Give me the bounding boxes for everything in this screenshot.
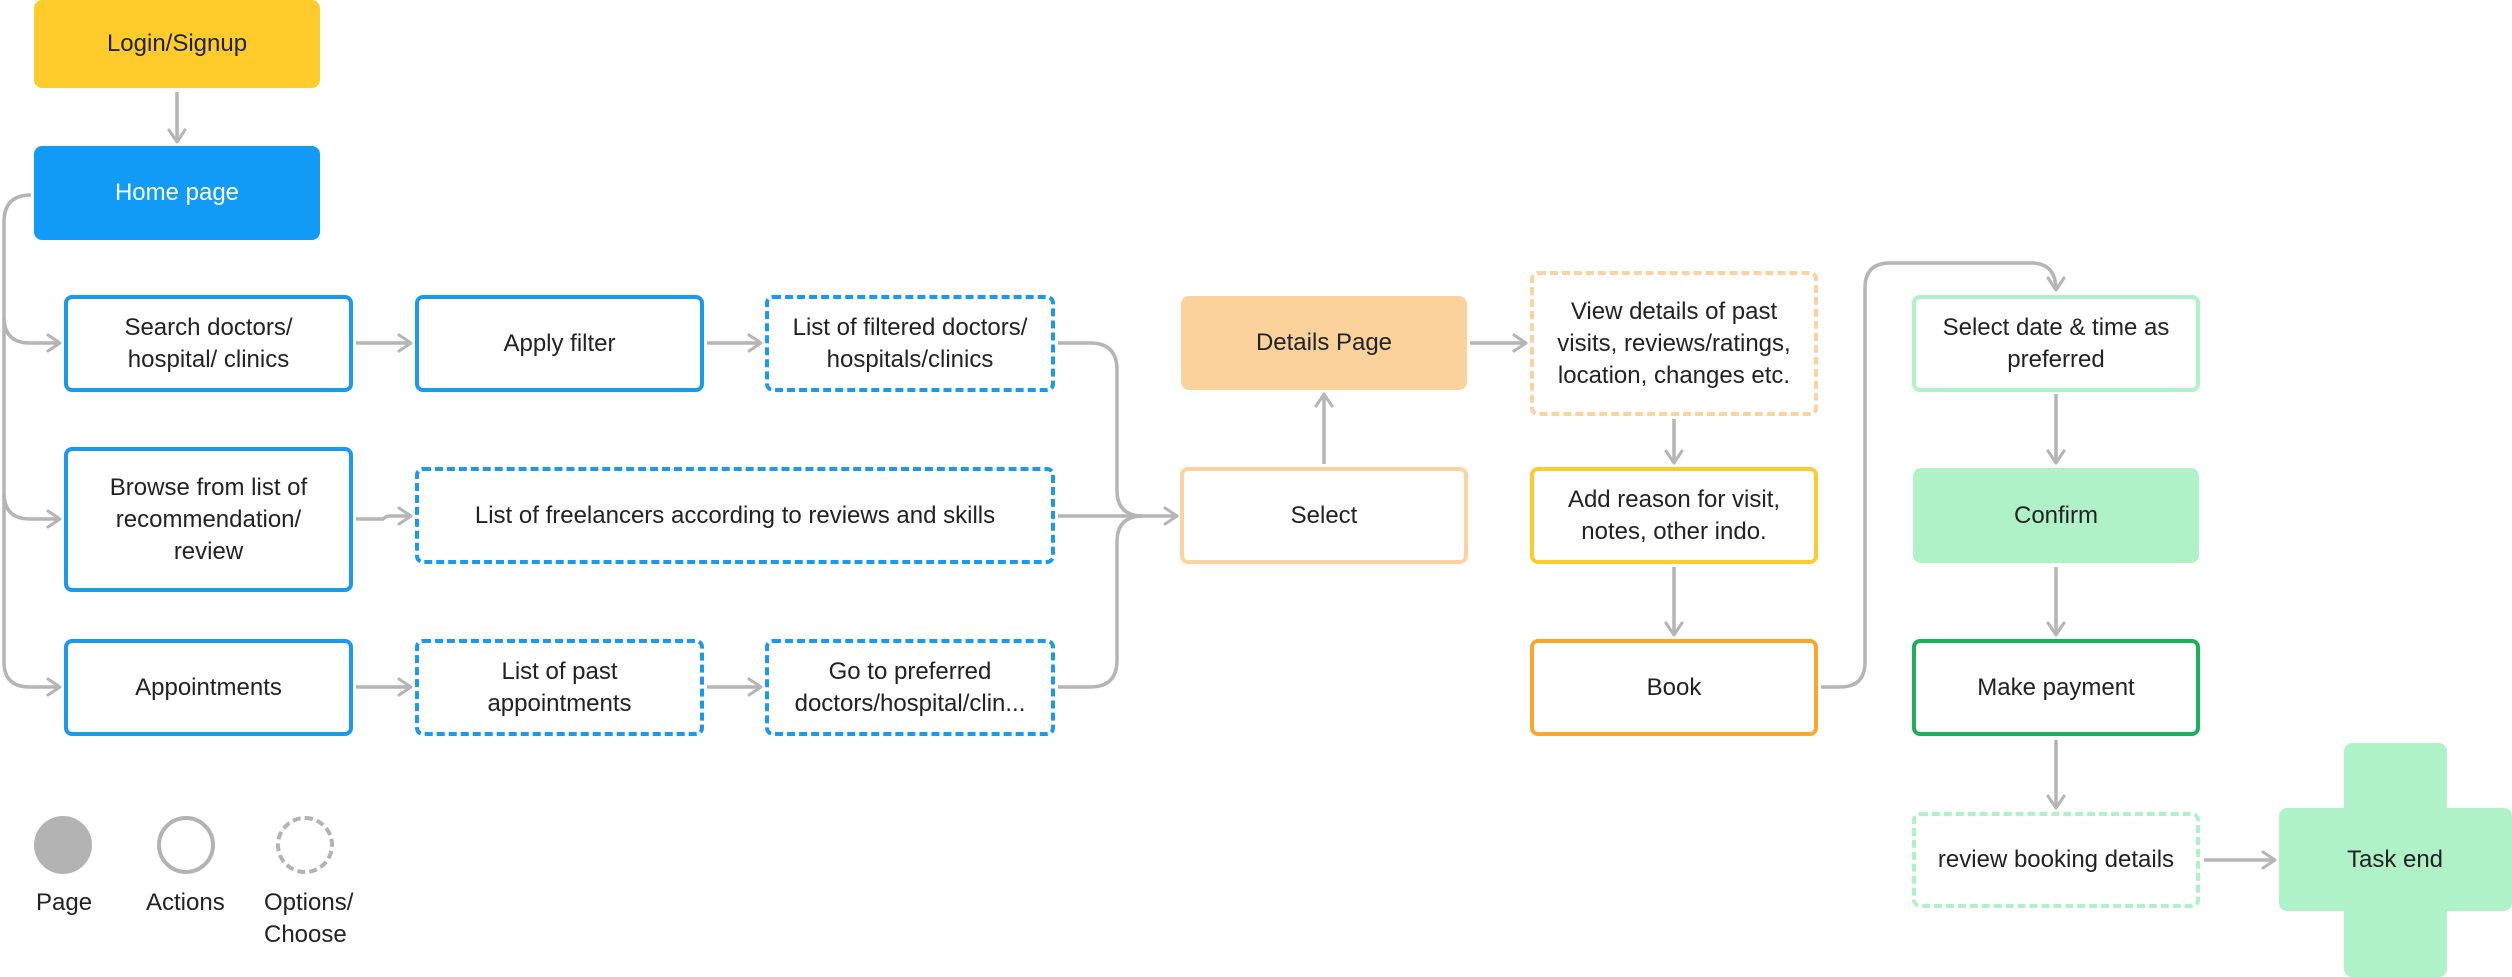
select-action[interactable]: Select	[1180, 467, 1468, 564]
confirm-label: Confirm	[2013, 501, 2098, 529]
connector-browse-freelancers	[356, 506, 413, 526]
search-doctors-label-line2: hospital/ clinics	[127, 345, 290, 373]
filtered-list-option[interactable]: List of filtered doctors/ hospitals/clin…	[765, 295, 1055, 392]
view-details-label-line2: visits, reviews/ratings,	[1557, 329, 1791, 357]
browse-label-line1: Browse from list of	[109, 473, 308, 501]
freelancers-list-option[interactable]: List of freelancers according to reviews…	[415, 467, 1055, 564]
make-payment-action[interactable]: Make payment	[1912, 639, 2200, 736]
filtered-list-label-line1: List of filtered doctors/	[792, 313, 1028, 341]
freelancers-list-label: List of freelancers according to reviews…	[474, 501, 996, 529]
task-end-label: Task end	[2346, 845, 2444, 873]
search-doctors-action[interactable]: Search doctors/ hospital/ clinics	[64, 295, 353, 392]
connector-home-search	[2, 316, 62, 353]
filtered-list-label-line2: hospitals/clinics	[826, 345, 994, 373]
task-end-horizontal-bar	[2279, 808, 2512, 911]
review-booking-label: review booking details	[1937, 846, 2175, 873]
make-payment-label: Make payment	[1977, 673, 2135, 701]
add-reason-label-line1: Add reason for visit,	[1567, 485, 1781, 513]
view-details-label-line1: View details of past	[1570, 297, 1778, 325]
browse-recommendation-action[interactable]: Browse from list of recommendation/ revi…	[64, 447, 353, 592]
legend-actions-label: Actions	[146, 889, 225, 916]
connector-home-trunk	[2, 193, 62, 697]
view-details-label-line3: location, changes etc.	[1557, 361, 1791, 389]
legend-options-label-line2: Choose	[264, 921, 347, 948]
home-page[interactable]: Home page	[34, 146, 320, 240]
select-date-label-line2: preferred	[2007, 345, 2105, 373]
appointments-label: Appointments	[135, 673, 282, 701]
legend-options-icon	[276, 816, 334, 874]
go-preferred-label-line2: doctors/hospital/clin...	[794, 689, 1026, 717]
go-preferred-option[interactable]: Go to preferred doctors/hospital/clin...	[765, 639, 1055, 736]
book-label: Book	[1646, 673, 1702, 701]
apply-filter-action[interactable]: Apply filter	[415, 295, 704, 392]
connector-home-browse	[2, 492, 62, 529]
select-label: Select	[1290, 501, 1358, 529]
view-details-option[interactable]: View details of past visits, reviews/rat…	[1530, 271, 1818, 416]
select-date-time-action[interactable]: Select date & time as preferred	[1912, 295, 2200, 392]
book-action[interactable]: Book	[1530, 639, 1818, 736]
legend-options-label-line1: Options/	[264, 889, 354, 916]
add-reason-label-line2: notes, other indo.	[1581, 517, 1767, 545]
details-page[interactable]: Details Page	[1181, 296, 1467, 390]
appointments-action[interactable]: Appointments	[64, 639, 353, 736]
apply-filter-label: Apply filter	[503, 329, 616, 357]
legend-page-label: Page	[36, 889, 93, 916]
connector-preferred-select	[1058, 514, 1144, 689]
legend-page-icon	[34, 816, 92, 874]
go-preferred-label-line1: Go to preferred	[828, 657, 992, 685]
confirm-page[interactable]: Confirm	[1913, 468, 2199, 563]
login-signup-page[interactable]: Login/Signup	[34, 0, 320, 88]
home-page-label: Home page	[114, 179, 240, 206]
past-appointments-option[interactable]: List of past appointments	[415, 639, 704, 736]
select-date-label-line1: Select date & time as	[1942, 313, 2170, 341]
review-booking-option[interactable]: review booking details	[1912, 812, 2200, 908]
past-appointments-label-line2: appointments	[487, 689, 632, 717]
details-page-label: Details Page	[1255, 329, 1393, 356]
login-signup-label: Login/Signup	[106, 30, 248, 57]
search-doctors-label-line1: Search doctors/	[124, 313, 293, 341]
connector-filtered-select	[1058, 341, 1144, 518]
legend-actions-icon	[157, 816, 215, 874]
past-appointments-label-line1: List of past	[501, 657, 618, 685]
browse-label-line3: review	[173, 537, 244, 565]
browse-label-line2: recommendation/	[115, 505, 302, 533]
add-reason-action[interactable]: Add reason for visit, notes, other indo.	[1530, 467, 1818, 564]
